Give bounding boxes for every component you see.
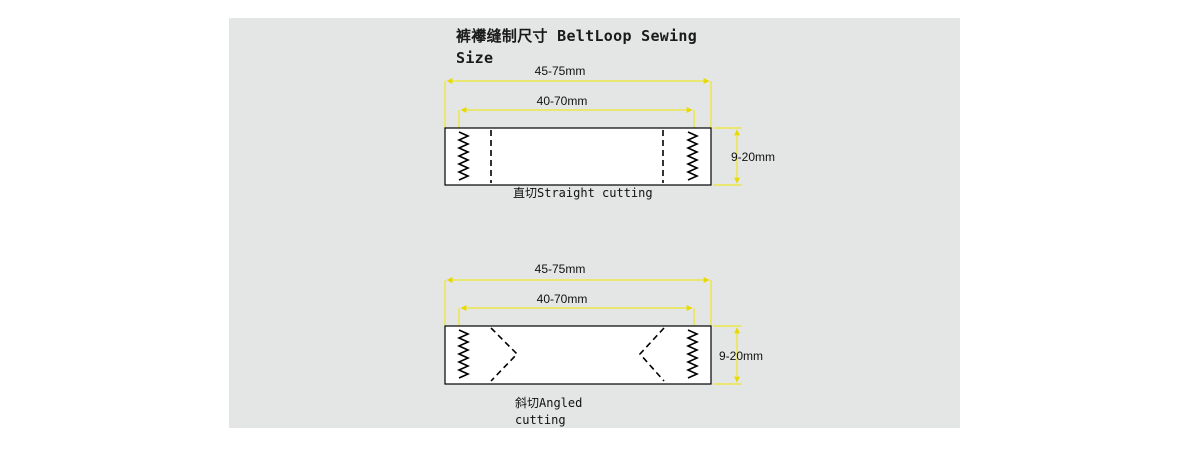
belt-loop-outline bbox=[444, 127, 712, 186]
height-label: 9-20mm bbox=[719, 349, 763, 363]
straight-cut-diagram: 45-75mm 40-70mm 9-20mm 直切Straight cuttin… bbox=[444, 64, 775, 200]
inner-length-dimension bbox=[458, 305, 695, 328]
height-label: 9-20mm bbox=[731, 150, 775, 164]
belt-loop-outline bbox=[444, 325, 712, 385]
outer-length-label: 45-75mm bbox=[535, 64, 586, 78]
angled-cut-line-left bbox=[490, 327, 519, 382]
straight-cut-caption: 直切Straight cutting bbox=[513, 186, 653, 200]
angled-cut-line-right bbox=[638, 327, 665, 382]
angled-cut-diagram: 45-75mm 40-70mm 9-20mm 斜切Angled cutting bbox=[444, 262, 763, 427]
height-dimension bbox=[713, 127, 742, 186]
zigzag-stitch-right bbox=[686, 131, 699, 181]
inner-length-dimension bbox=[458, 107, 695, 130]
outer-length-dimension bbox=[444, 277, 712, 327]
height-dimension bbox=[713, 325, 742, 385]
angled-cut-caption-line1: 斜切Angled bbox=[515, 396, 582, 410]
inner-length-label: 40-70mm bbox=[537, 94, 588, 108]
angled-cut-caption-line2: cutting bbox=[515, 413, 566, 427]
outer-length-dimension bbox=[444, 78, 712, 128]
outer-length-label: 45-75mm bbox=[535, 262, 586, 276]
inner-length-label: 40-70mm bbox=[537, 292, 588, 306]
zigzag-stitch-left bbox=[457, 329, 470, 379]
zigzag-stitch-right bbox=[686, 329, 699, 379]
diagram-title: 裤襻缝制尺寸 BeltLoop Sewing Size bbox=[456, 27, 698, 67]
zigzag-stitch-left bbox=[457, 131, 470, 181]
